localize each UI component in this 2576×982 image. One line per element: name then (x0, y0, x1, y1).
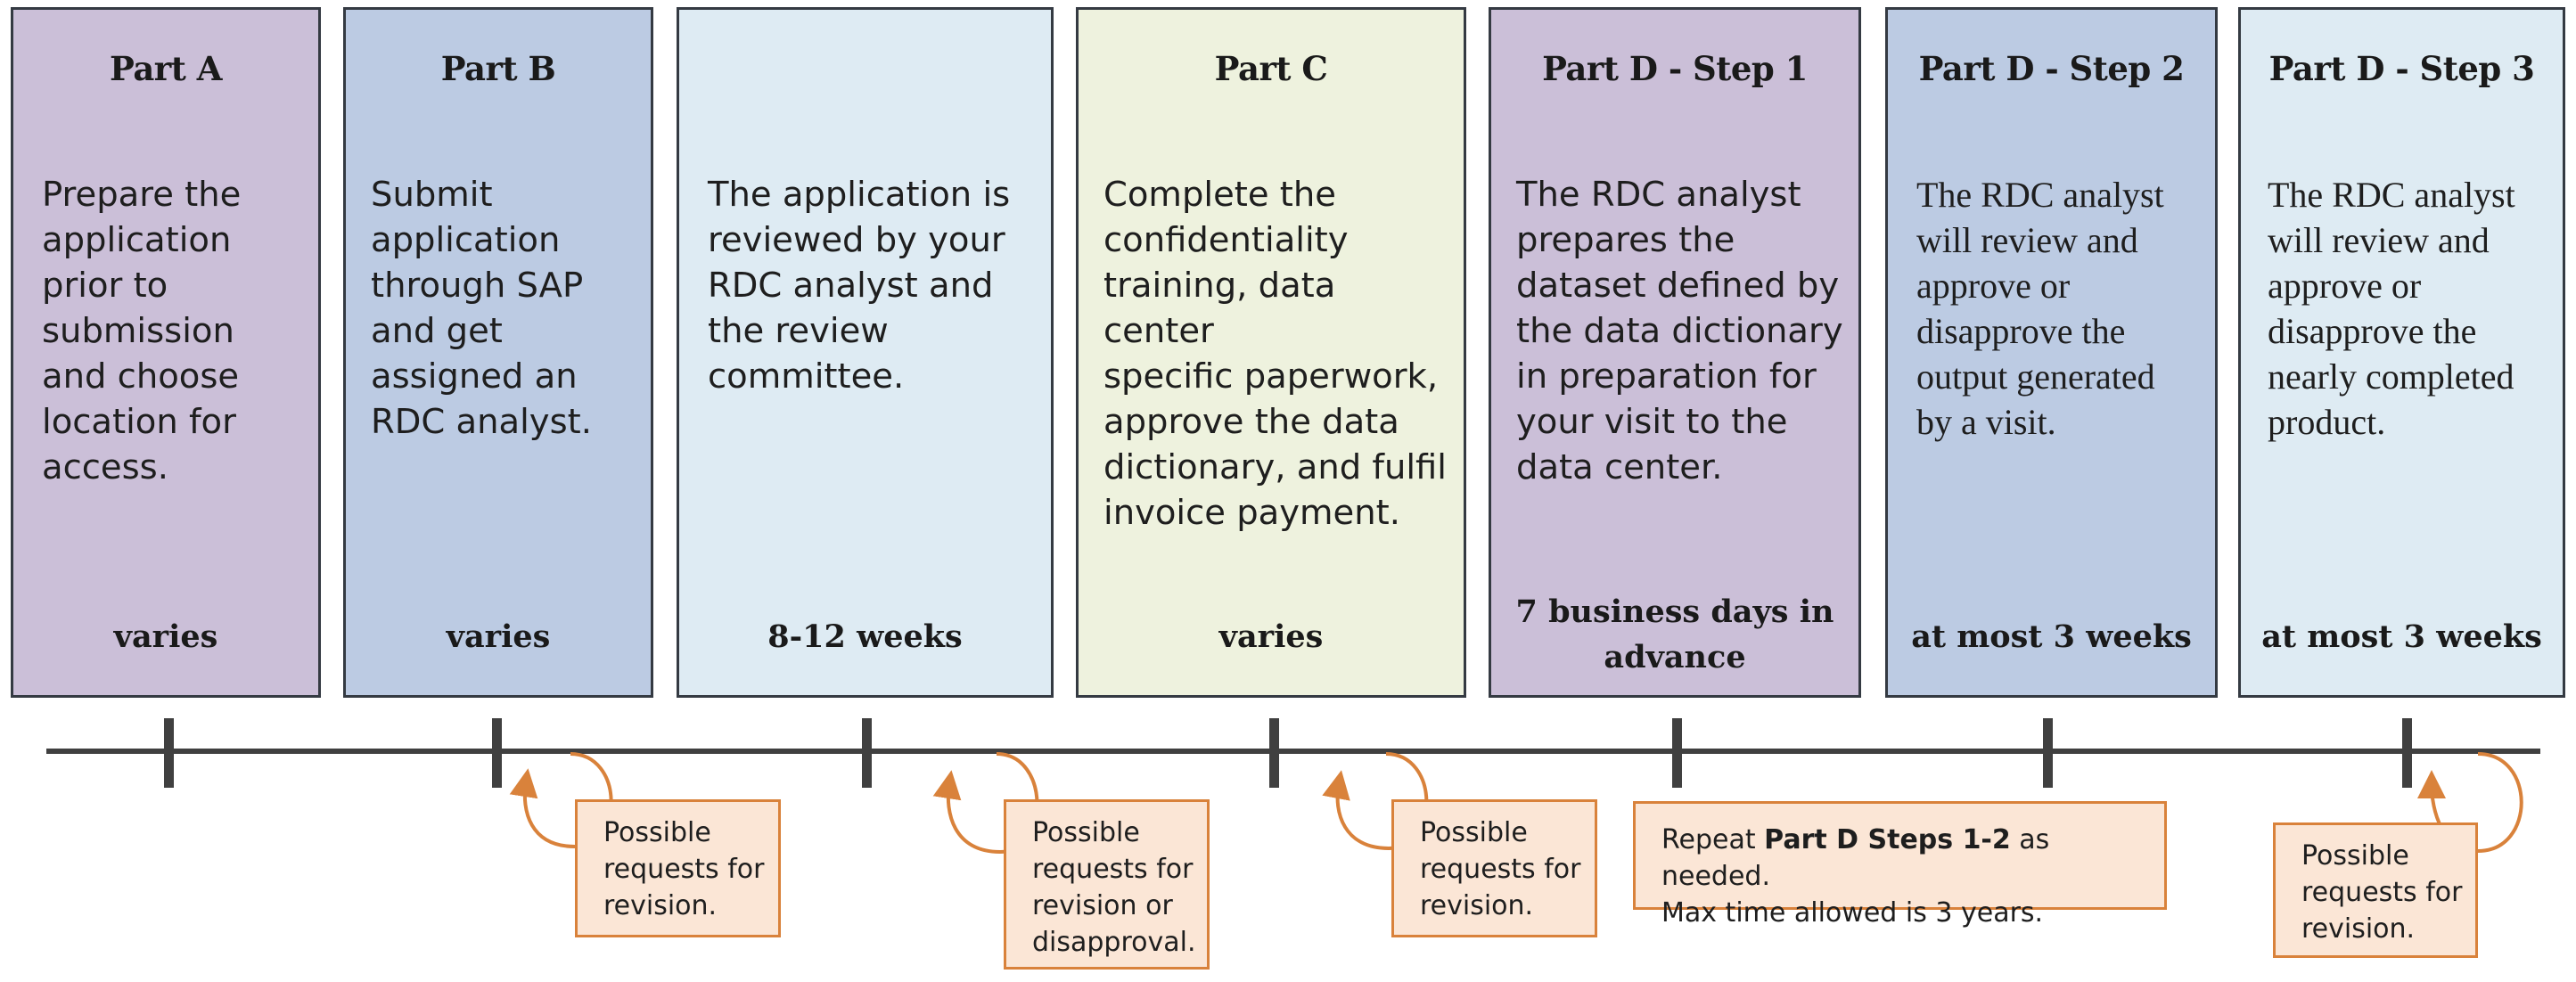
timeline-tick (2402, 718, 2412, 788)
panel-duration: varies (446, 618, 551, 655)
panel-description: Prepare the application prior to submiss… (42, 175, 242, 487)
panel-part-d-step-3: Part D - Step 3 The RDC analyst will rev… (2238, 7, 2565, 698)
timeline-tick (862, 718, 872, 788)
note-repeat-bold: Part D Steps 1-2 (1764, 824, 2011, 855)
timeline-tick (492, 718, 502, 788)
panel-title: Part D - Step 3 (2268, 49, 2535, 88)
panel-title: Part A (110, 49, 222, 88)
panel-review: The application is reviewed by your RDC … (677, 7, 1054, 698)
timeline-tick (164, 718, 174, 788)
timeline-tick (1269, 718, 1279, 788)
revision-arrow-4 (2417, 752, 2523, 854)
note-repeat-suffix: as needed. Max time allowed is 3 years. (1661, 824, 2050, 929)
timeline-ticks (164, 718, 2412, 788)
panel-part-b: Part B Submit application through SAP an… (343, 7, 653, 698)
timeline-tick (2043, 718, 2053, 788)
panel-duration: 8-12 weeks (767, 618, 963, 655)
panel-description: The RDC analyst will review and approve … (1916, 175, 2164, 442)
note-revision-step-3: Possible requests for revision. (2273, 822, 2478, 958)
panel-description: Submit application through SAP and get a… (371, 175, 592, 442)
note-revision-review: Possible requests for revision or disapp… (1004, 799, 1210, 970)
panel-part-c: Part C Complete the confidentiality trai… (1076, 7, 1466, 698)
panel-duration: at most 3 weeks (1911, 618, 2192, 655)
panel-title: Part C (1214, 49, 1328, 88)
note-revision-part-b: Possible requests for revision. (575, 799, 781, 937)
note-repeat-part-d: Repeat Part D Steps 1-2 as needed. Max t… (1633, 801, 2167, 929)
timeline-tick (1672, 718, 1682, 788)
panel-duration: at most 3 weeks (2261, 618, 2542, 655)
panel-description: Complete the confidentiality training, d… (1103, 175, 1447, 533)
panel-duration: varies (1218, 618, 1324, 655)
note-revision-part-c: Possible requests for revision. (1391, 799, 1597, 937)
panel-title: Part B (440, 49, 556, 88)
panel-description: The RDC analyst prepares the dataset def… (1516, 175, 1843, 487)
panel-duration: varies (113, 618, 218, 655)
panel-duration: 7 business days in advance (1515, 593, 1834, 675)
panel-part-d-step-1: Part D - Step 1 The RDC analyst prepares… (1489, 7, 1861, 698)
note-repeat-prefix: Repeat (1661, 824, 1765, 855)
panel-title: Part D - Step 2 (1918, 49, 2185, 88)
panel-description: The RDC analyst will review and approve … (2268, 175, 2515, 442)
panel-part-a: Part A Prepare the application prior to … (11, 7, 321, 698)
panel-description: The application is reviewed by your RDC … (708, 175, 1011, 397)
panel-part-d-step-2: Part D - Step 2 The RDC analyst will rev… (1885, 7, 2218, 698)
panel-title: Part D - Step 1 (1542, 49, 1808, 88)
